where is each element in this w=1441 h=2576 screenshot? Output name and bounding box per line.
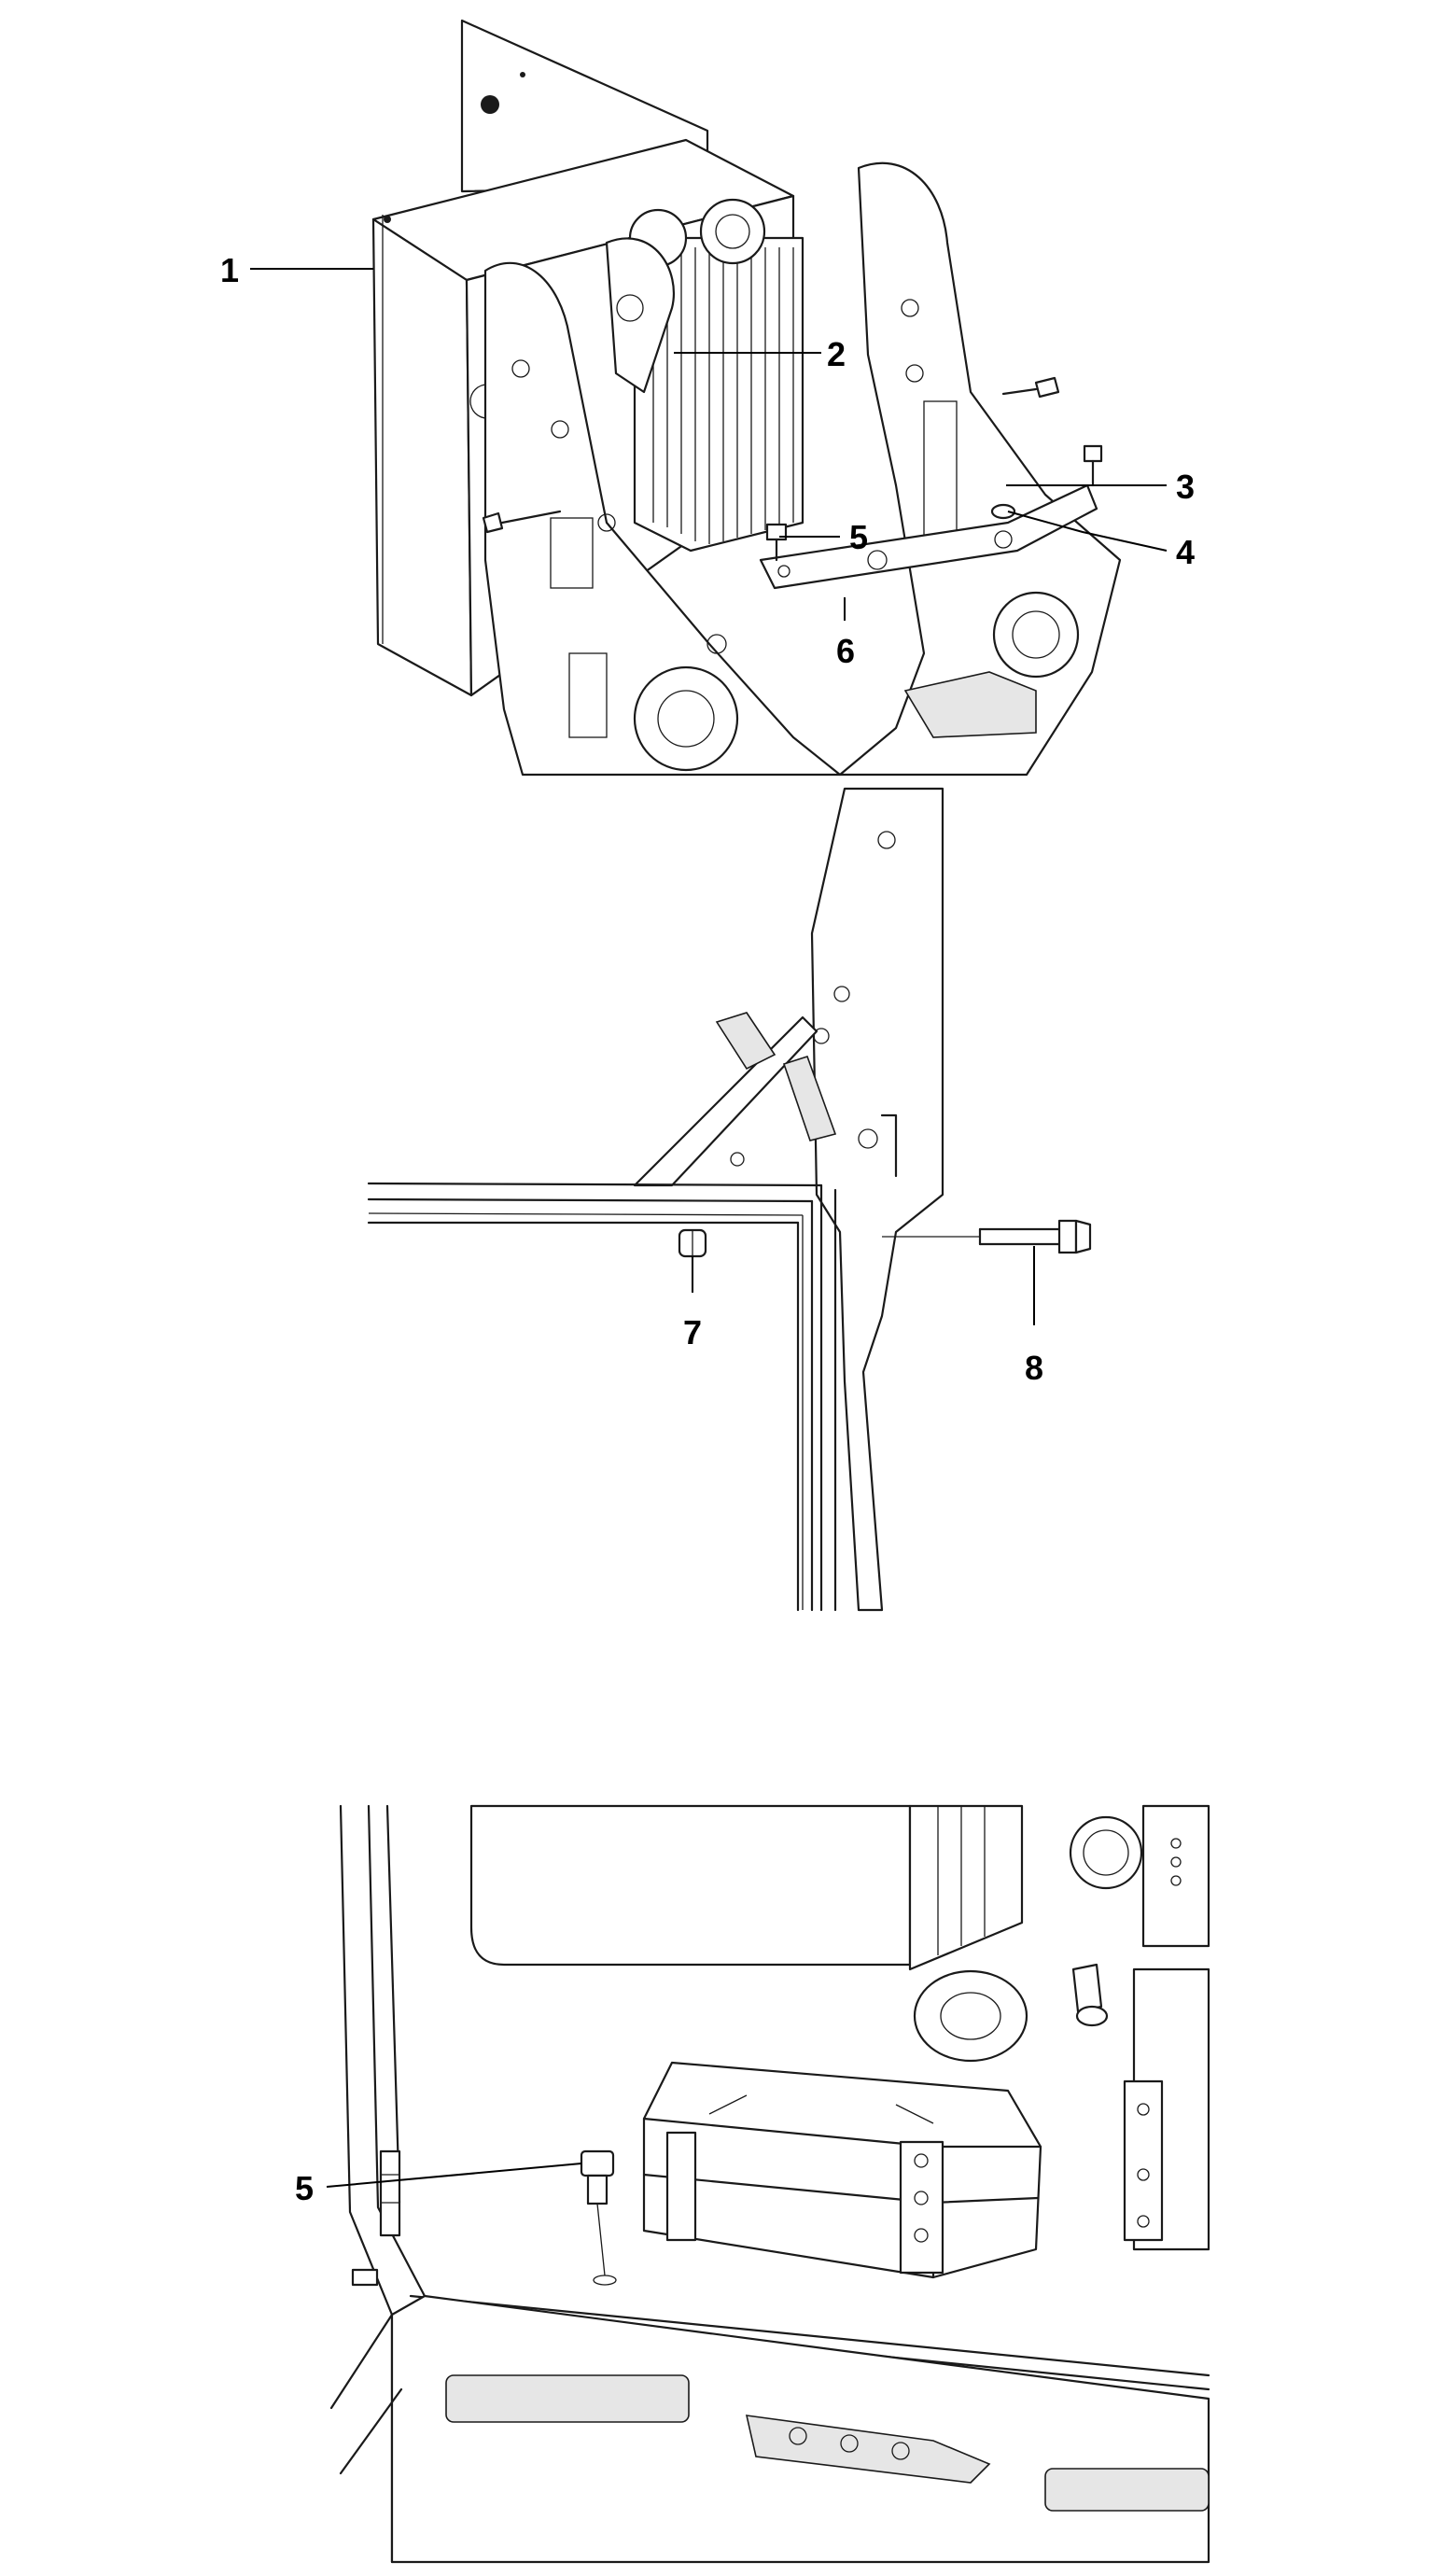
spacer-item-7	[678, 1228, 707, 1258]
callout-4: 4	[1176, 533, 1195, 571]
callouts-view-3: 5	[295, 2163, 582, 2207]
callout-2: 2	[827, 335, 846, 373]
callouts-view-2: 7 8	[683, 1246, 1043, 1387]
view-mast-frame-joint	[367, 787, 1092, 1612]
frame-rail	[367, 1182, 837, 1612]
diagonal-brace	[633, 1015, 818, 1187]
left-bolt-top	[482, 510, 562, 534]
cabinet-back-panel	[469, 1804, 912, 1967]
callout-1: 1	[220, 251, 239, 289]
ground-stud	[1071, 1963, 1109, 2027]
mast-plate-left	[483, 261, 842, 777]
callout-7: 7	[683, 1313, 702, 1351]
callout-8: 8	[1025, 1349, 1043, 1387]
callout-6: 6	[836, 632, 855, 670]
module-box	[642, 2061, 1042, 2279]
side-bolt-top	[1001, 376, 1060, 399]
callout-5-top: 5	[849, 518, 868, 556]
door-hinge	[351, 2149, 401, 2287]
motor-controller-heatsink	[628, 198, 804, 553]
screw-item-5-bottom	[580, 2149, 617, 2286]
long-bolt-item-8	[978, 1219, 1092, 1254]
bolt-item-3	[1083, 444, 1103, 487]
cross-bracket	[759, 483, 1098, 590]
view-cabinet-interior	[329, 1804, 1210, 2564]
mast-column	[810, 787, 944, 1612]
lower-frame	[329, 2294, 1210, 2564]
callouts-view-1: 1 2 3 4 5 6	[220, 251, 1195, 670]
nut-item-4	[990, 503, 1016, 520]
screw-item-5-top	[765, 523, 788, 562]
callout-5-bottom: 5	[295, 2169, 314, 2207]
view-controller-mount	[371, 19, 1122, 777]
callout-3: 3	[1176, 468, 1195, 506]
